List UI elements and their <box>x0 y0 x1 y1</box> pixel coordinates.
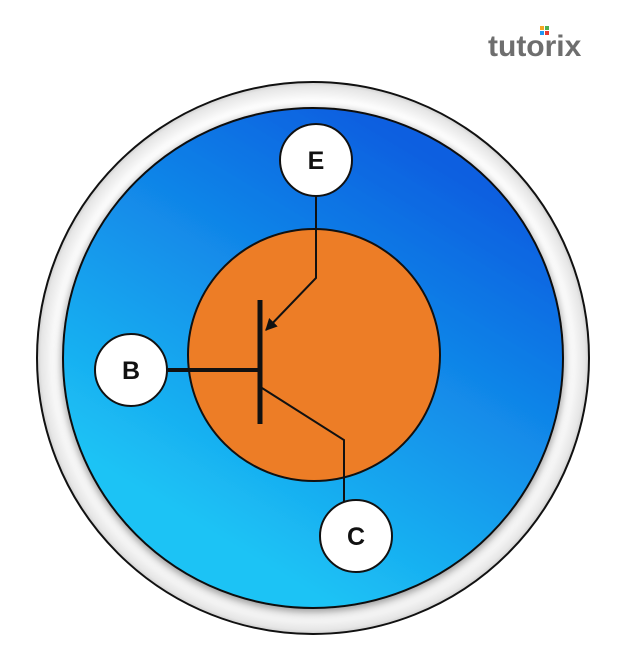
emitter-lead <box>265 192 317 331</box>
collector-label: C <box>347 523 365 551</box>
emitter-circle <box>279 123 353 197</box>
logo-dot-orange <box>540 26 544 30</box>
logo-dots <box>540 26 549 35</box>
emitter-label: E <box>308 147 325 175</box>
collector-circle <box>319 499 393 573</box>
terminal-base: B <box>94 333 168 407</box>
tutorix-logo: tutorix <box>488 26 582 62</box>
logo-text: tutorix <box>488 30 582 62</box>
logo-dot-red <box>545 31 549 35</box>
logo-dot-green <box>545 26 549 30</box>
terminal-collector: C <box>319 499 393 573</box>
base-circle <box>94 333 168 407</box>
collector-lead <box>261 387 345 502</box>
terminal-emitter: E <box>279 123 353 197</box>
logo-dot-blue <box>540 31 544 35</box>
transistor-body <box>187 228 441 482</box>
base-label: B <box>122 357 140 385</box>
